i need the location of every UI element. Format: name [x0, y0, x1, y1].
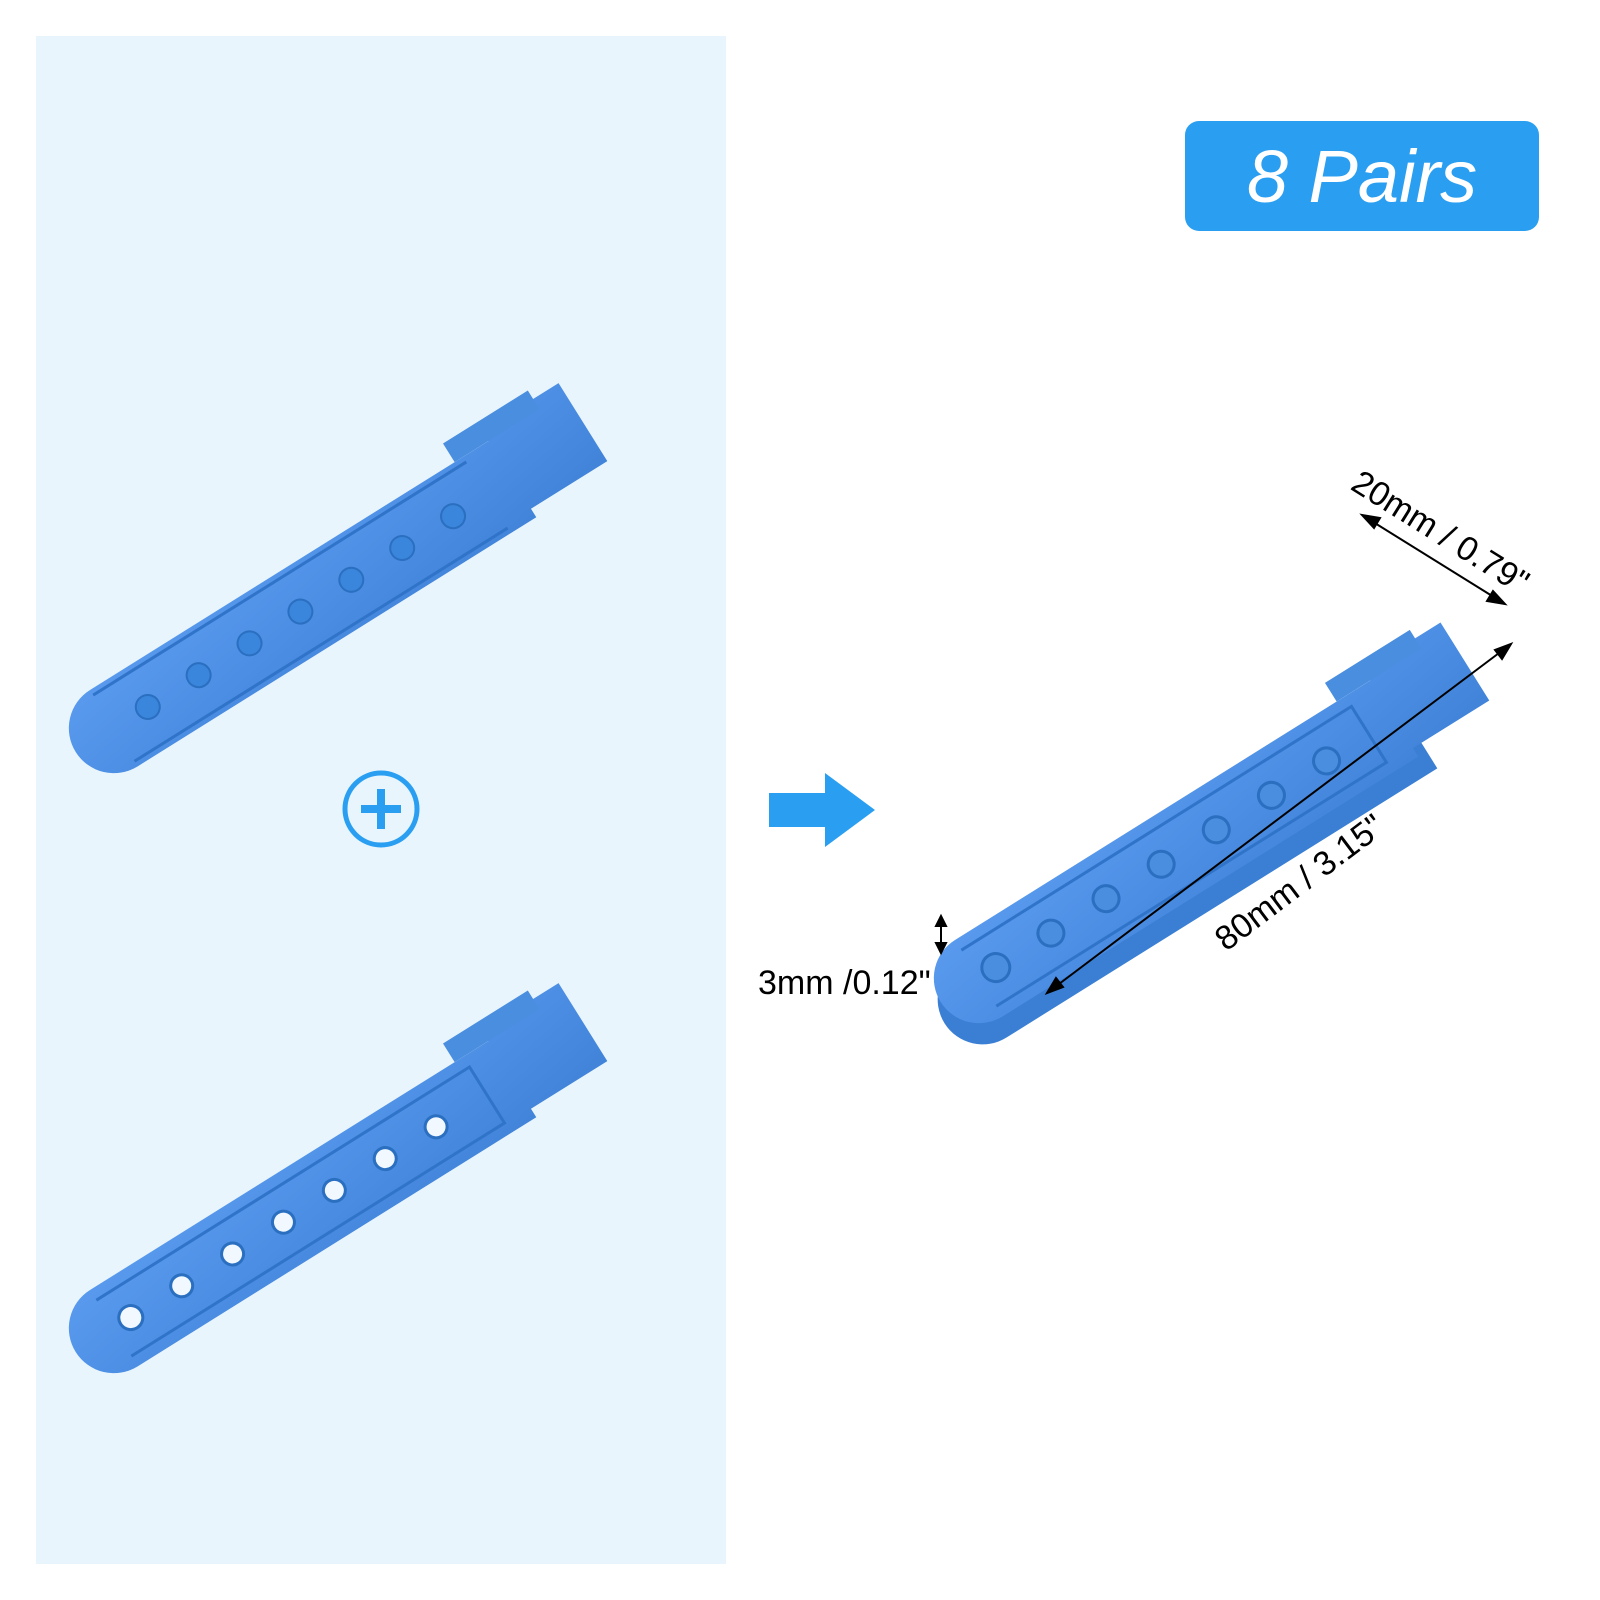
dimension-lines [934, 513, 1514, 995]
arrow-right-icon [769, 773, 875, 847]
strap-with-holes [68, 983, 608, 1374]
plus-circle-icon [342, 770, 420, 848]
strap-with-pegs [68, 383, 608, 774]
assembled-strap [933, 622, 1490, 1045]
thickness-dimension-label: 3mm /0.12" [758, 964, 931, 1002]
pairs-badge: 8 Pairs [1185, 121, 1539, 231]
